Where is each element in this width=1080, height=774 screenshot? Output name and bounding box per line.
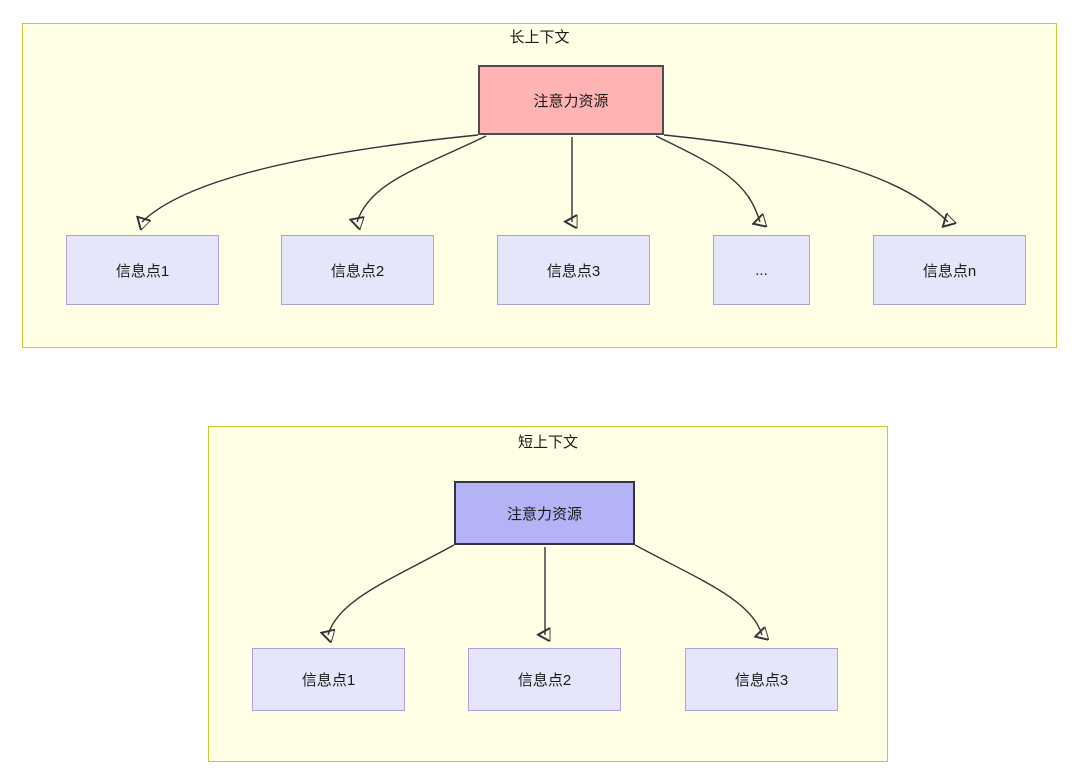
node-short-leaf-1-label: 信息点1	[301, 672, 356, 689]
node-short-leaf-1[interactable]: 信息点1	[252, 648, 405, 711]
node-long-leaf-2-label: 信息点2	[330, 262, 385, 280]
node-long-leaf-3-label: 信息点3	[546, 262, 601, 280]
node-long-leaf-3[interactable]: 信息点3	[497, 235, 650, 305]
node-short-leaf-3-label: 信息点3	[734, 672, 789, 689]
node-long-leaf-1[interactable]: 信息点1	[66, 235, 219, 305]
node-short-leaf-2[interactable]: 信息点2	[468, 648, 621, 711]
node-long-leaf-1-label: 信息点1	[115, 262, 170, 280]
panel-short-context-title: 短上下文	[517, 434, 578, 451]
node-short-leaf-2-label: 信息点2	[517, 672, 572, 689]
node-long-leaf-ellipsis-label: ...	[755, 261, 768, 279]
node-long-root-label: 注意力资源	[533, 92, 609, 110]
panel-long-context-title: 长上下文	[509, 29, 570, 46]
node-long-leaf-n-label: 信息点n	[922, 262, 977, 280]
panel-short-context	[208, 426, 888, 762]
node-short-leaf-3[interactable]: 信息点3	[685, 648, 838, 711]
node-long-root[interactable]: 注意力资源	[478, 65, 664, 135]
node-short-root[interactable]: 注意力资源	[454, 481, 635, 545]
node-long-leaf-ellipsis[interactable]: ...	[713, 235, 810, 305]
node-long-leaf-n[interactable]: 信息点n	[873, 235, 1026, 305]
node-short-root-label: 注意力资源	[506, 505, 582, 523]
node-long-leaf-2[interactable]: 信息点2	[281, 235, 434, 305]
